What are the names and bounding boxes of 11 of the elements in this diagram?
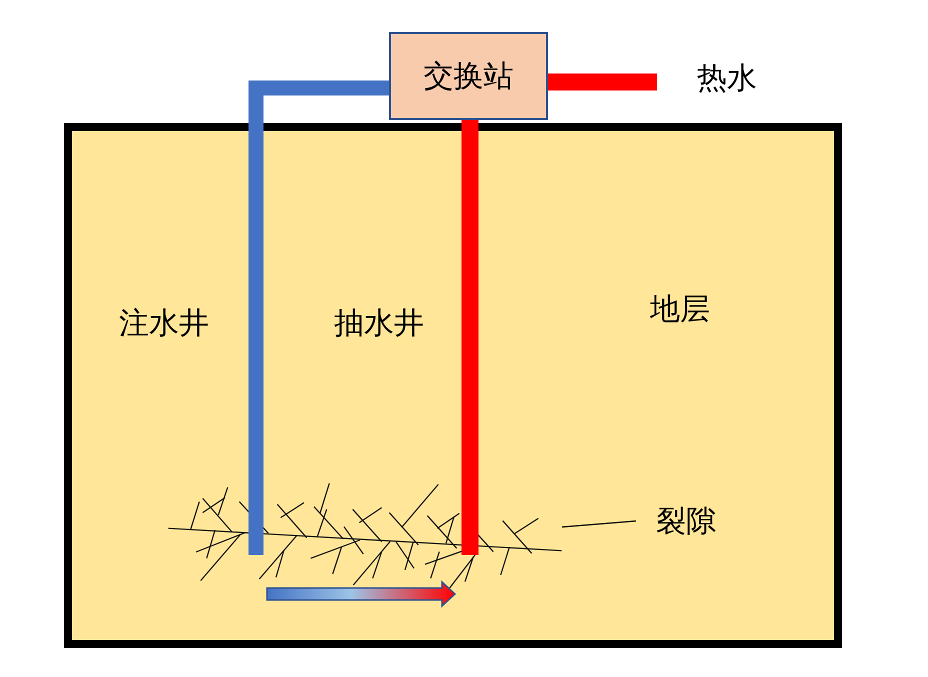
well-label: 注水井: [119, 306, 209, 342]
leader-line: [562, 520, 636, 528]
well-label: 抽水井: [334, 306, 424, 342]
layer-label: 地层: [650, 292, 710, 328]
ground-layer: [64, 123, 842, 648]
pipe: [248, 80, 389, 555]
pipe: [462, 120, 478, 555]
pipe: [548, 74, 657, 90]
outlet-label: 热水: [657, 56, 757, 100]
exchange-station-box: 交换站: [389, 32, 548, 120]
fracture-label: 裂隙: [636, 500, 716, 542]
